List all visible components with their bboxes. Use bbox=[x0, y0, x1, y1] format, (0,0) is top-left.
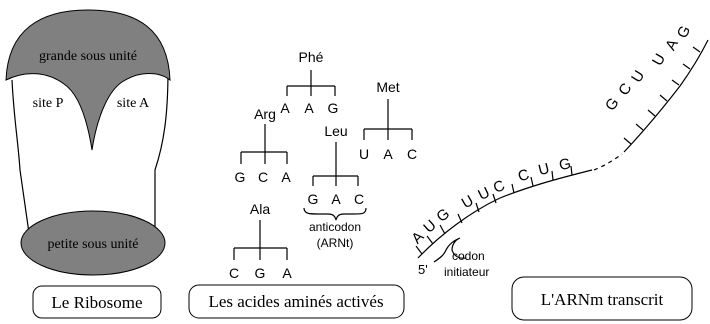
site-p-label: site P bbox=[33, 96, 64, 111]
phe-base-1: A bbox=[280, 100, 290, 116]
five-prime-label: 5' bbox=[418, 262, 428, 277]
mrna-base: U bbox=[628, 68, 648, 86]
mrna-base: A bbox=[408, 228, 427, 247]
mrna-base-ticks-start bbox=[415, 165, 573, 255]
leu-base-1: G bbox=[308, 191, 319, 207]
mrna-base: U bbox=[649, 51, 669, 69]
trna-met: Met U A C bbox=[359, 79, 417, 162]
ala-base-2: G bbox=[255, 265, 266, 281]
arnt-label: (ARNt) bbox=[317, 236, 354, 250]
ala-base-1: C bbox=[229, 265, 239, 281]
codon-label: codon bbox=[452, 249, 485, 263]
initiator-label: initiateur bbox=[444, 265, 489, 279]
mrna-backbone-start bbox=[417, 169, 593, 259]
mrna-start-bases: A U G U U C C U G bbox=[408, 155, 572, 247]
ribosome: grande sous unité site P site A petite s… bbox=[5, 9, 171, 319]
amino-acid-met: Met bbox=[376, 79, 399, 95]
initiator-codon-brace bbox=[433, 237, 467, 263]
trna-ala: Ala C G A bbox=[229, 201, 292, 281]
anticodon-label: anticodon bbox=[309, 220, 361, 234]
arg-base-1: G bbox=[235, 169, 246, 185]
large-subunit-label: grande sous unité bbox=[39, 49, 137, 64]
mrna-end-bases: G C U U A G bbox=[602, 23, 694, 114]
small-subunit bbox=[20, 210, 166, 276]
met-base-2: A bbox=[383, 146, 393, 162]
arg-base-2: C bbox=[258, 169, 268, 185]
mrna-base: G bbox=[558, 155, 573, 174]
ribosome-caption: Le Ribosome bbox=[51, 293, 142, 312]
mrna-base: C bbox=[491, 177, 508, 197]
ala-base-3: A bbox=[282, 265, 292, 281]
trna-phe: Phé A A G bbox=[280, 49, 338, 116]
leu-base-2: A bbox=[331, 191, 341, 207]
mrna-base: G bbox=[602, 95, 623, 114]
mrna-base: G bbox=[433, 205, 453, 226]
ribosome-caption-box bbox=[32, 285, 162, 319]
activated-amino-acids: Phé A A G Arg G C A Met bbox=[188, 49, 417, 319]
mrna-base: C bbox=[516, 166, 532, 186]
amino-acid-ala: Ala bbox=[250, 201, 270, 217]
met-base-1: U bbox=[359, 146, 369, 162]
leu-base-3: C bbox=[354, 191, 364, 207]
large-subunit bbox=[5, 9, 171, 151]
small-subunit-label: petite sous unité bbox=[48, 237, 139, 252]
phe-base-2: A bbox=[304, 100, 314, 116]
mrna-base: G bbox=[674, 23, 694, 41]
mrna-caption: L'ARNm transcrit bbox=[541, 290, 664, 309]
mrna-base: U bbox=[420, 217, 439, 237]
amino-acids-caption-box bbox=[188, 284, 405, 319]
mrna-base: U bbox=[537, 160, 552, 179]
mrna-strand: A U G U U C C U G G C U U A G bbox=[408, 23, 709, 321]
mrna-base: A bbox=[662, 36, 682, 53]
mrna-base: C bbox=[615, 80, 635, 99]
amino-acid-phe: Phé bbox=[299, 49, 324, 65]
amino-acids-caption: Les acides aminés activés bbox=[208, 292, 383, 311]
mrna-caption-box bbox=[511, 276, 693, 321]
mrna-backbone-end bbox=[623, 39, 709, 153]
mrna-base-ticks-end bbox=[623, 46, 701, 145]
trna-arg: Arg G C A bbox=[235, 106, 292, 185]
amino-acid-arg: Arg bbox=[254, 106, 276, 122]
anticodon-brace bbox=[303, 207, 367, 221]
amino-acid-leu: Leu bbox=[324, 123, 347, 139]
mrna-base: U bbox=[459, 192, 477, 212]
mrna-backbone-gap bbox=[593, 153, 623, 171]
phe-base-3: G bbox=[328, 100, 339, 116]
trna-leu: Leu G A C anticodon (ARNt) bbox=[303, 123, 367, 250]
met-base-3: C bbox=[407, 146, 417, 162]
arg-base-3: A bbox=[281, 169, 291, 185]
mrna-base: U bbox=[475, 184, 492, 204]
site-a-label: site A bbox=[117, 96, 150, 111]
